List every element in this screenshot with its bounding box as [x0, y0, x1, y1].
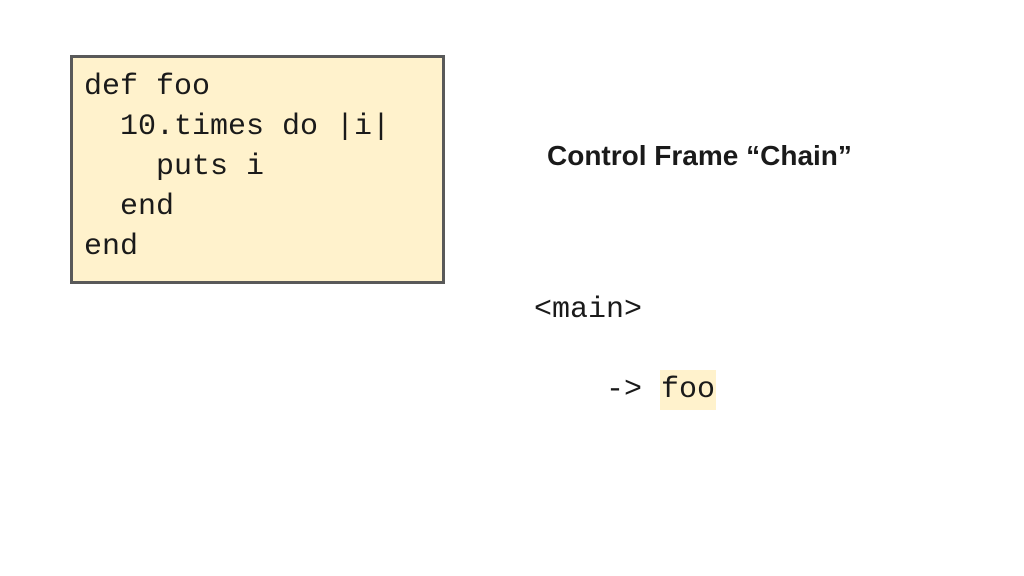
chain-current-frame: foo [660, 370, 717, 410]
code-line: puts i [84, 150, 265, 184]
code-line: end [84, 230, 139, 264]
code-line: 10.times do |i| [84, 110, 391, 144]
slide-title: Control Frame “Chain” [547, 140, 852, 171]
code-line: end [84, 190, 175, 224]
code-block: def foo 10.times do |i| puts i end end [70, 55, 445, 284]
chain-arrow: -> [606, 373, 643, 407]
code-line: def foo [84, 70, 211, 104]
chain-frame-current: -> foo [534, 330, 717, 450]
chain-frame-main: <main> [534, 293, 643, 327]
